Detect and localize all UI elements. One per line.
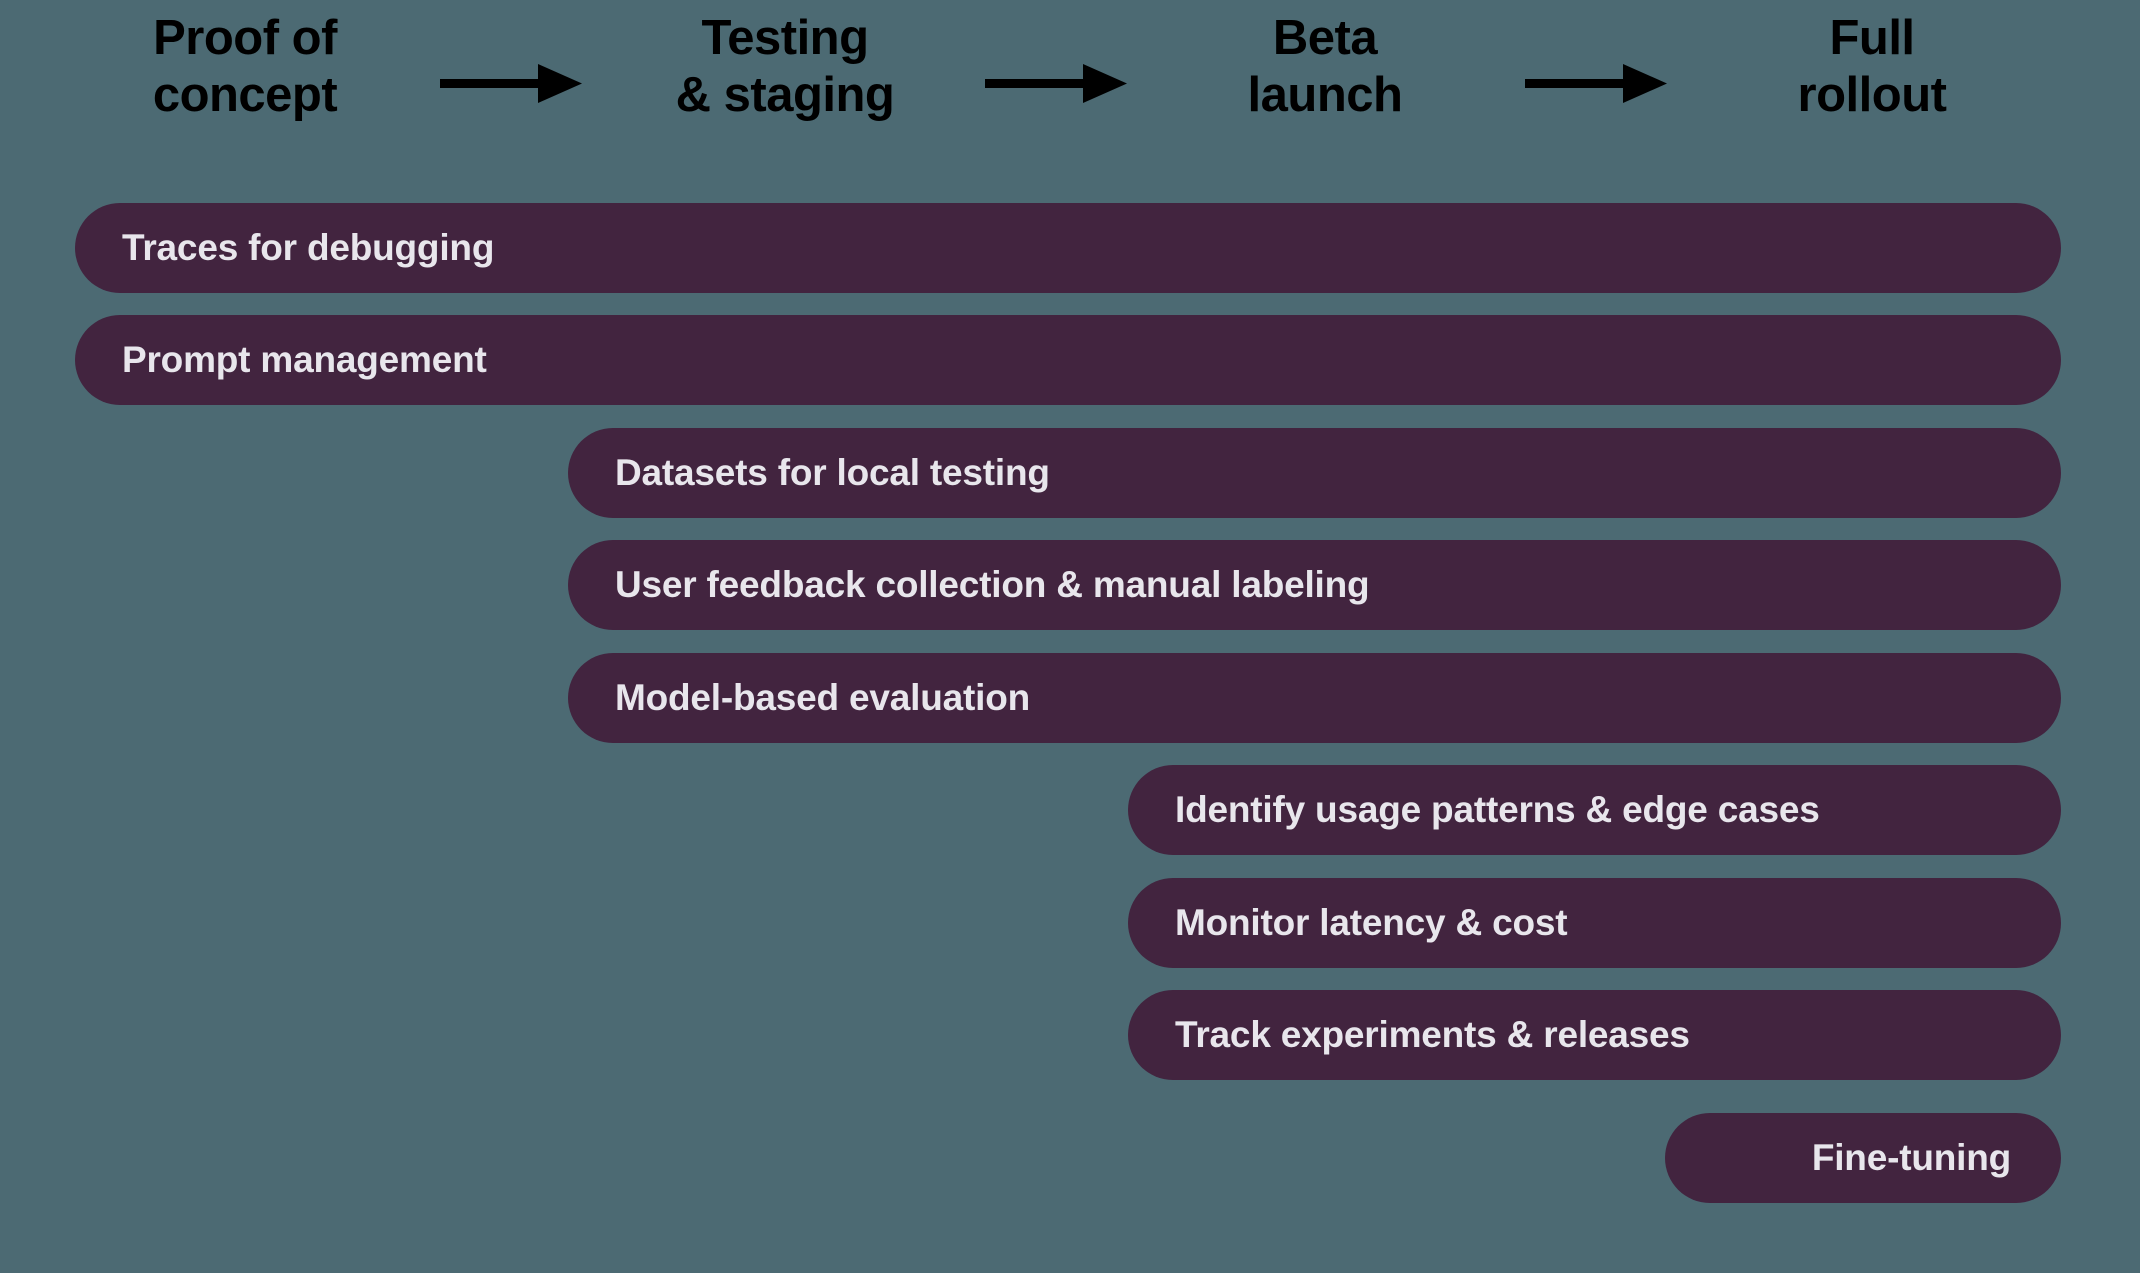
capability-bar[interactable]: Traces for debugging [75, 203, 2061, 293]
capability-bar-label: Datasets for local testing [615, 452, 1050, 493]
stage-label-3: Full rollout [1797, 11, 1947, 123]
capability-bar-label: Track experiments & releases [1175, 1014, 1690, 1055]
arrow-right-icon [1525, 62, 1667, 106]
stage-header-row: Proof of concept Testing & staging Beta la… [0, 0, 2140, 175]
capability-bar[interactable]: Datasets for local testing [568, 428, 2061, 518]
stage-label-1: Testing & staging [675, 11, 895, 123]
capability-bar[interactable]: User feedback collection & manual labeli… [568, 540, 2061, 630]
arrow-right-icon [440, 62, 582, 106]
stage-label-0: Proof of concept [152, 11, 338, 123]
capability-bar[interactable]: Identify usage patterns & edge cases [1128, 765, 2061, 855]
capability-bar-label: Model-based evaluation [615, 677, 1031, 718]
capability-bar-label: Identify usage patterns & edge cases [1175, 789, 1820, 830]
capability-bar-label: Traces for debugging [122, 227, 495, 268]
capability-bar-label: Prompt management [122, 339, 487, 380]
capability-bar-label: Fine-tuning [1811, 1137, 2011, 1178]
capability-bar[interactable]: Monitor latency & cost [1128, 878, 2061, 968]
capability-bar-label: Monitor latency & cost [1175, 902, 1568, 943]
capability-bar[interactable]: Model-based evaluation [568, 653, 2061, 743]
capability-bar-label: User feedback collection & manual labeli… [615, 564, 1370, 605]
stage-label-2: Beta launch [1247, 11, 1403, 123]
capability-bar[interactable]: Track experiments & releases [1128, 990, 2061, 1080]
arrow-right-icon [985, 62, 1127, 106]
capability-bar[interactable]: Fine-tuning [1665, 1113, 2061, 1203]
capability-bar[interactable]: Prompt management [75, 315, 2061, 405]
